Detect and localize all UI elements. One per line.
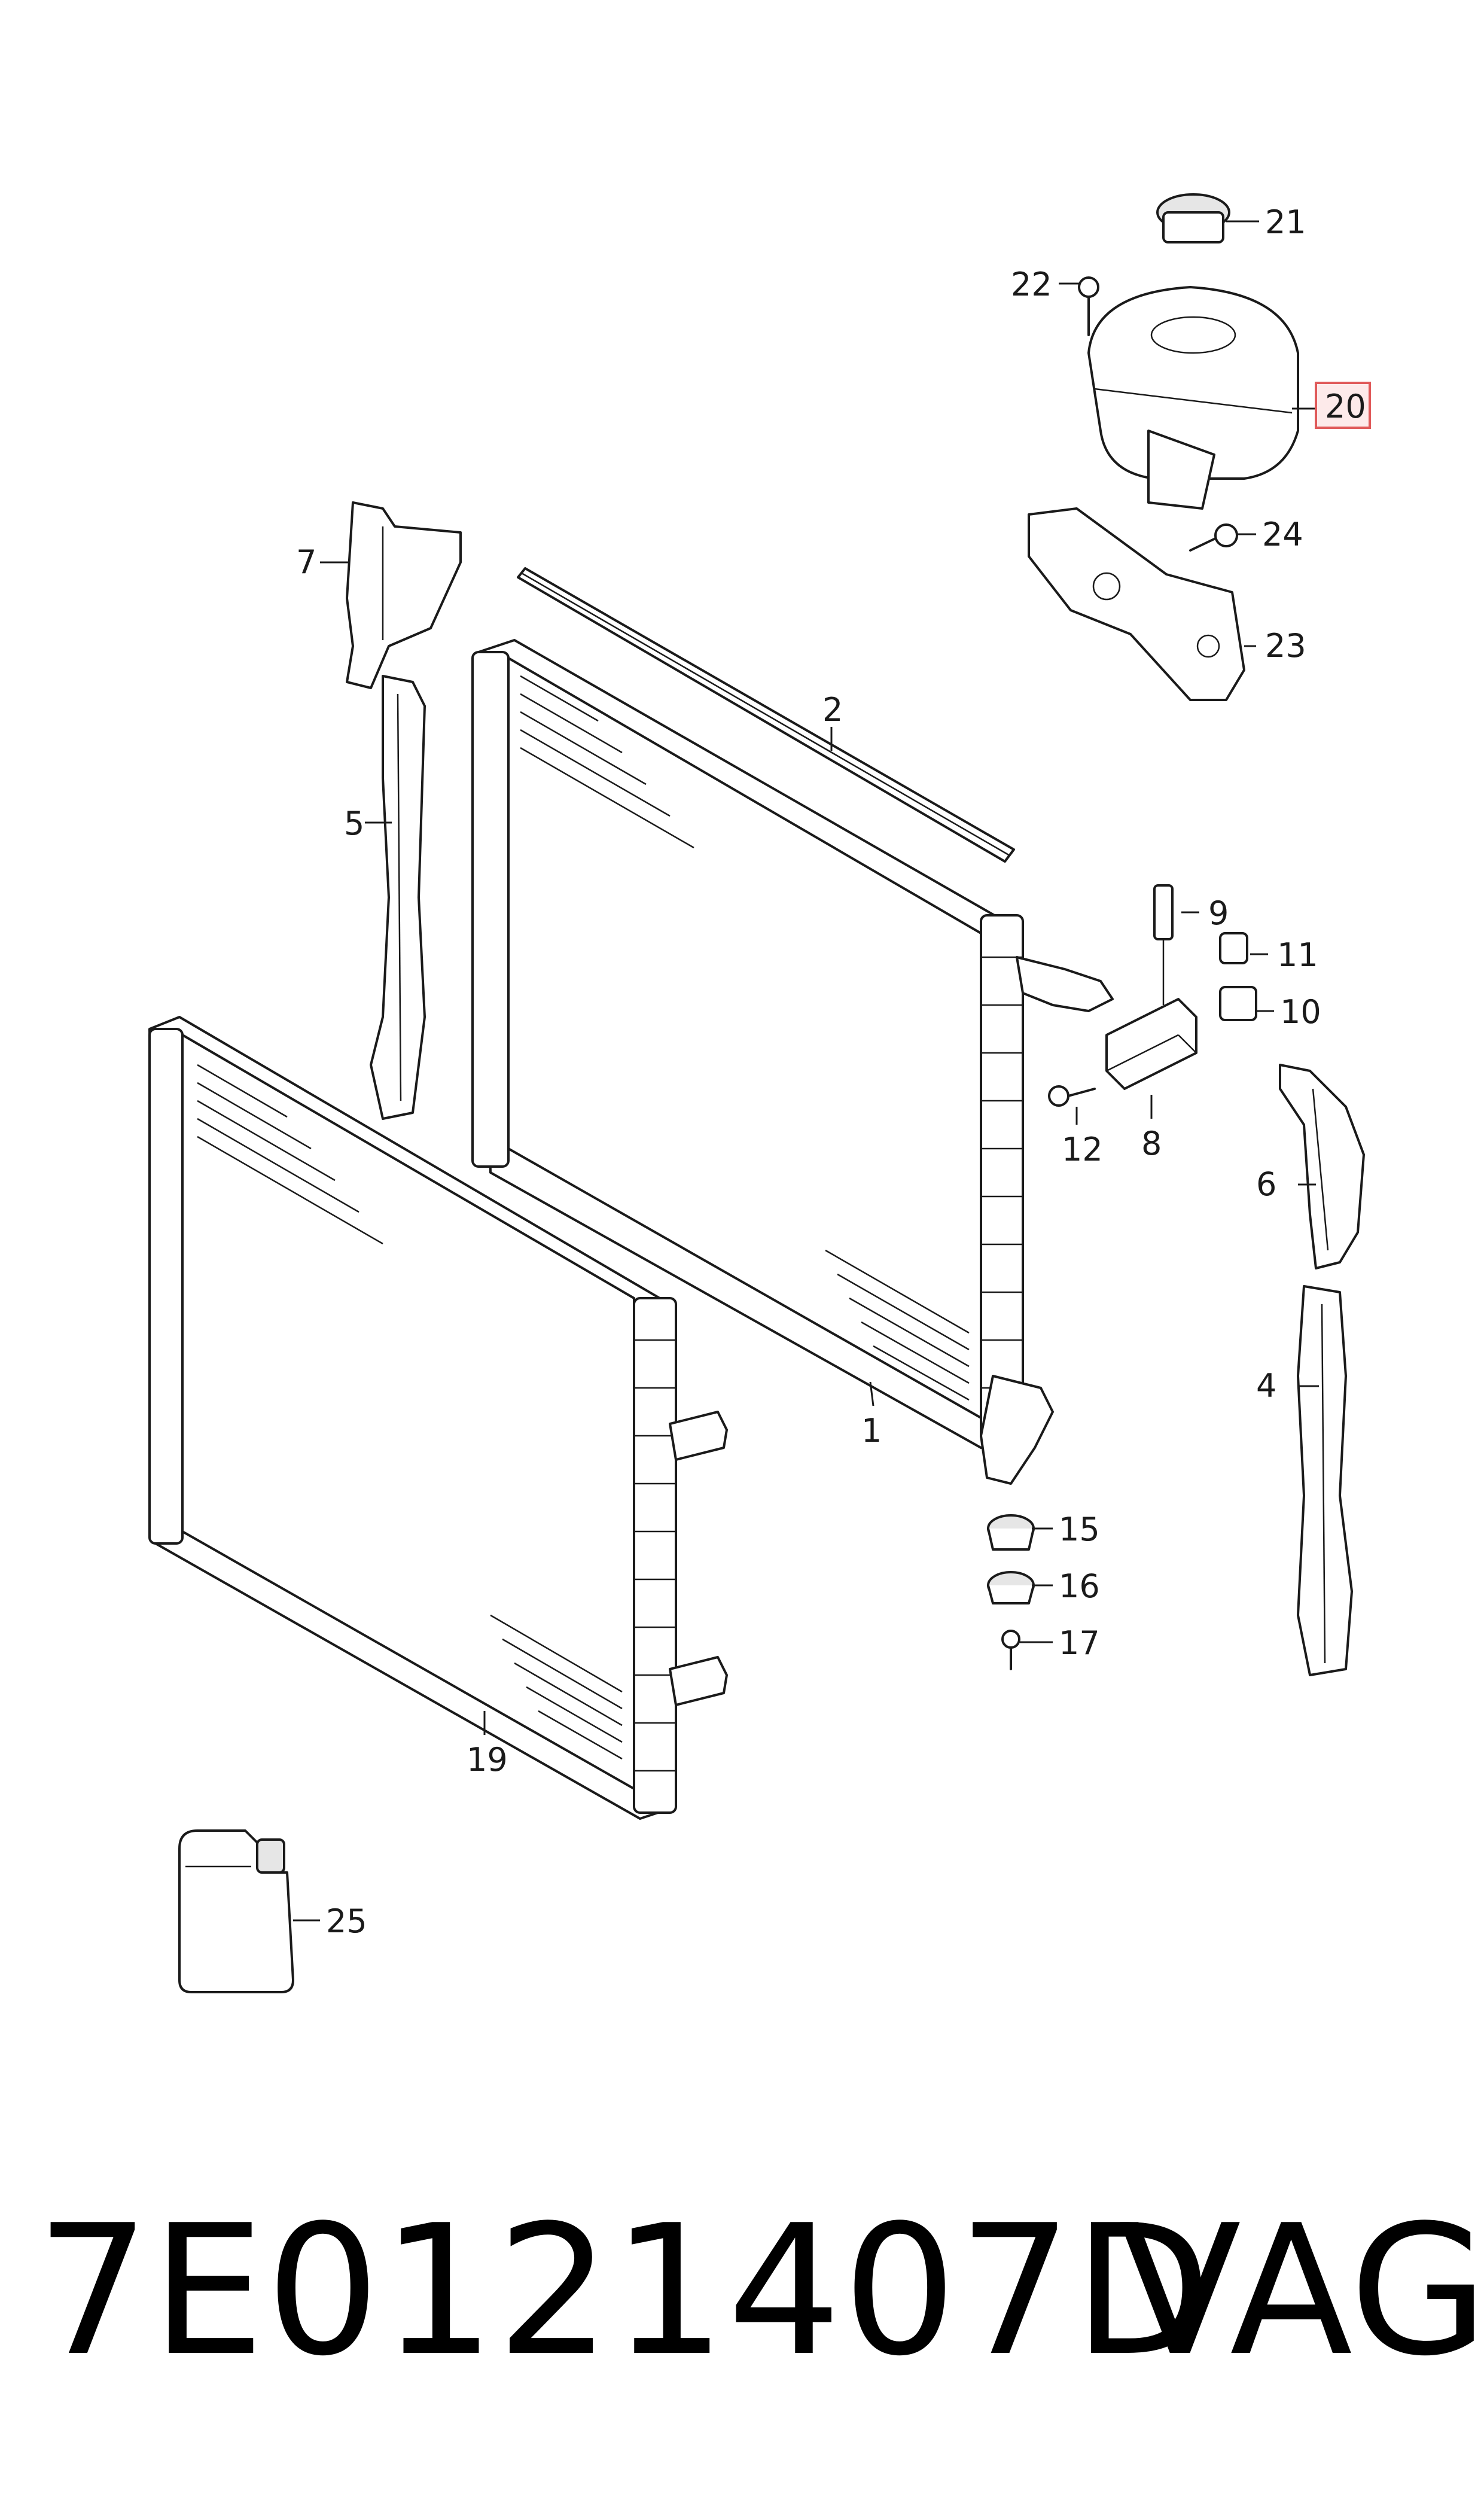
- callout-21: 21: [1265, 203, 1306, 241]
- clip-part-9: [1153, 884, 1174, 1005]
- callout-25: 25: [326, 1902, 367, 1940]
- air-guide-part-7: [346, 501, 462, 689]
- expansion-tank-part-20: [1087, 286, 1299, 510]
- callout-10: 10: [1280, 993, 1321, 1031]
- bracket-group-part-8: [1105, 998, 1197, 1090]
- callout-20: 20: [1325, 388, 1366, 425]
- bracket-part-23: [1028, 507, 1245, 701]
- screw-part-22: [1078, 276, 1099, 336]
- coolant-bottle-part-25: [178, 1829, 294, 1993]
- radiator-part-19: [148, 1016, 728, 1820]
- callout-16: 16: [1059, 1567, 1100, 1605]
- callout-24: 24: [1262, 516, 1303, 553]
- bushing-part-15: [987, 1514, 1035, 1551]
- callout-22: 22: [1011, 266, 1052, 303]
- leader-lines: [293, 220, 1319, 1922]
- callout-5: 5: [344, 805, 364, 842]
- callout-4: 4: [1256, 1367, 1276, 1405]
- cap-part-21: [1156, 193, 1230, 243]
- clip-part-11: [1219, 932, 1248, 964]
- callout-labels: 1 2 4 5 6 7 8 9 10 11 12 15 16 17 19 20 …: [296, 203, 1366, 1940]
- callout-6: 6: [1256, 1165, 1276, 1203]
- air-guide-part-6: [1279, 1064, 1365, 1269]
- callout-15: 15: [1059, 1511, 1100, 1548]
- callout-23: 23: [1265, 627, 1306, 665]
- screw-part-12: [1048, 1085, 1096, 1107]
- callout-8: 8: [1141, 1125, 1162, 1162]
- air-guide-part-4: [1297, 1285, 1353, 1676]
- screw-part-24: [1189, 523, 1238, 552]
- callout-17: 17: [1059, 1624, 1100, 1662]
- seal-strip-part-2: [517, 567, 1015, 863]
- highlight-box-part-20: [1315, 382, 1371, 429]
- screw-part-17: [1001, 1630, 1020, 1670]
- radiator-part-1: [471, 639, 1114, 1485]
- brand-text: VAG: [1119, 2187, 1484, 2395]
- callout-1: 1: [861, 1412, 882, 1450]
- clip-part-10: [1219, 986, 1257, 1021]
- callout-12: 12: [1062, 1131, 1103, 1168]
- callout-11: 11: [1277, 936, 1318, 974]
- part-number-text: 7E0121407D: [36, 2187, 1213, 2395]
- callout-19: 19: [467, 1741, 508, 1779]
- callout-7: 7: [296, 543, 316, 581]
- air-guide-part-5: [370, 675, 426, 1120]
- callout-9: 9: [1208, 894, 1229, 932]
- bushing-part-16: [987, 1571, 1035, 1604]
- callout-2: 2: [822, 691, 843, 729]
